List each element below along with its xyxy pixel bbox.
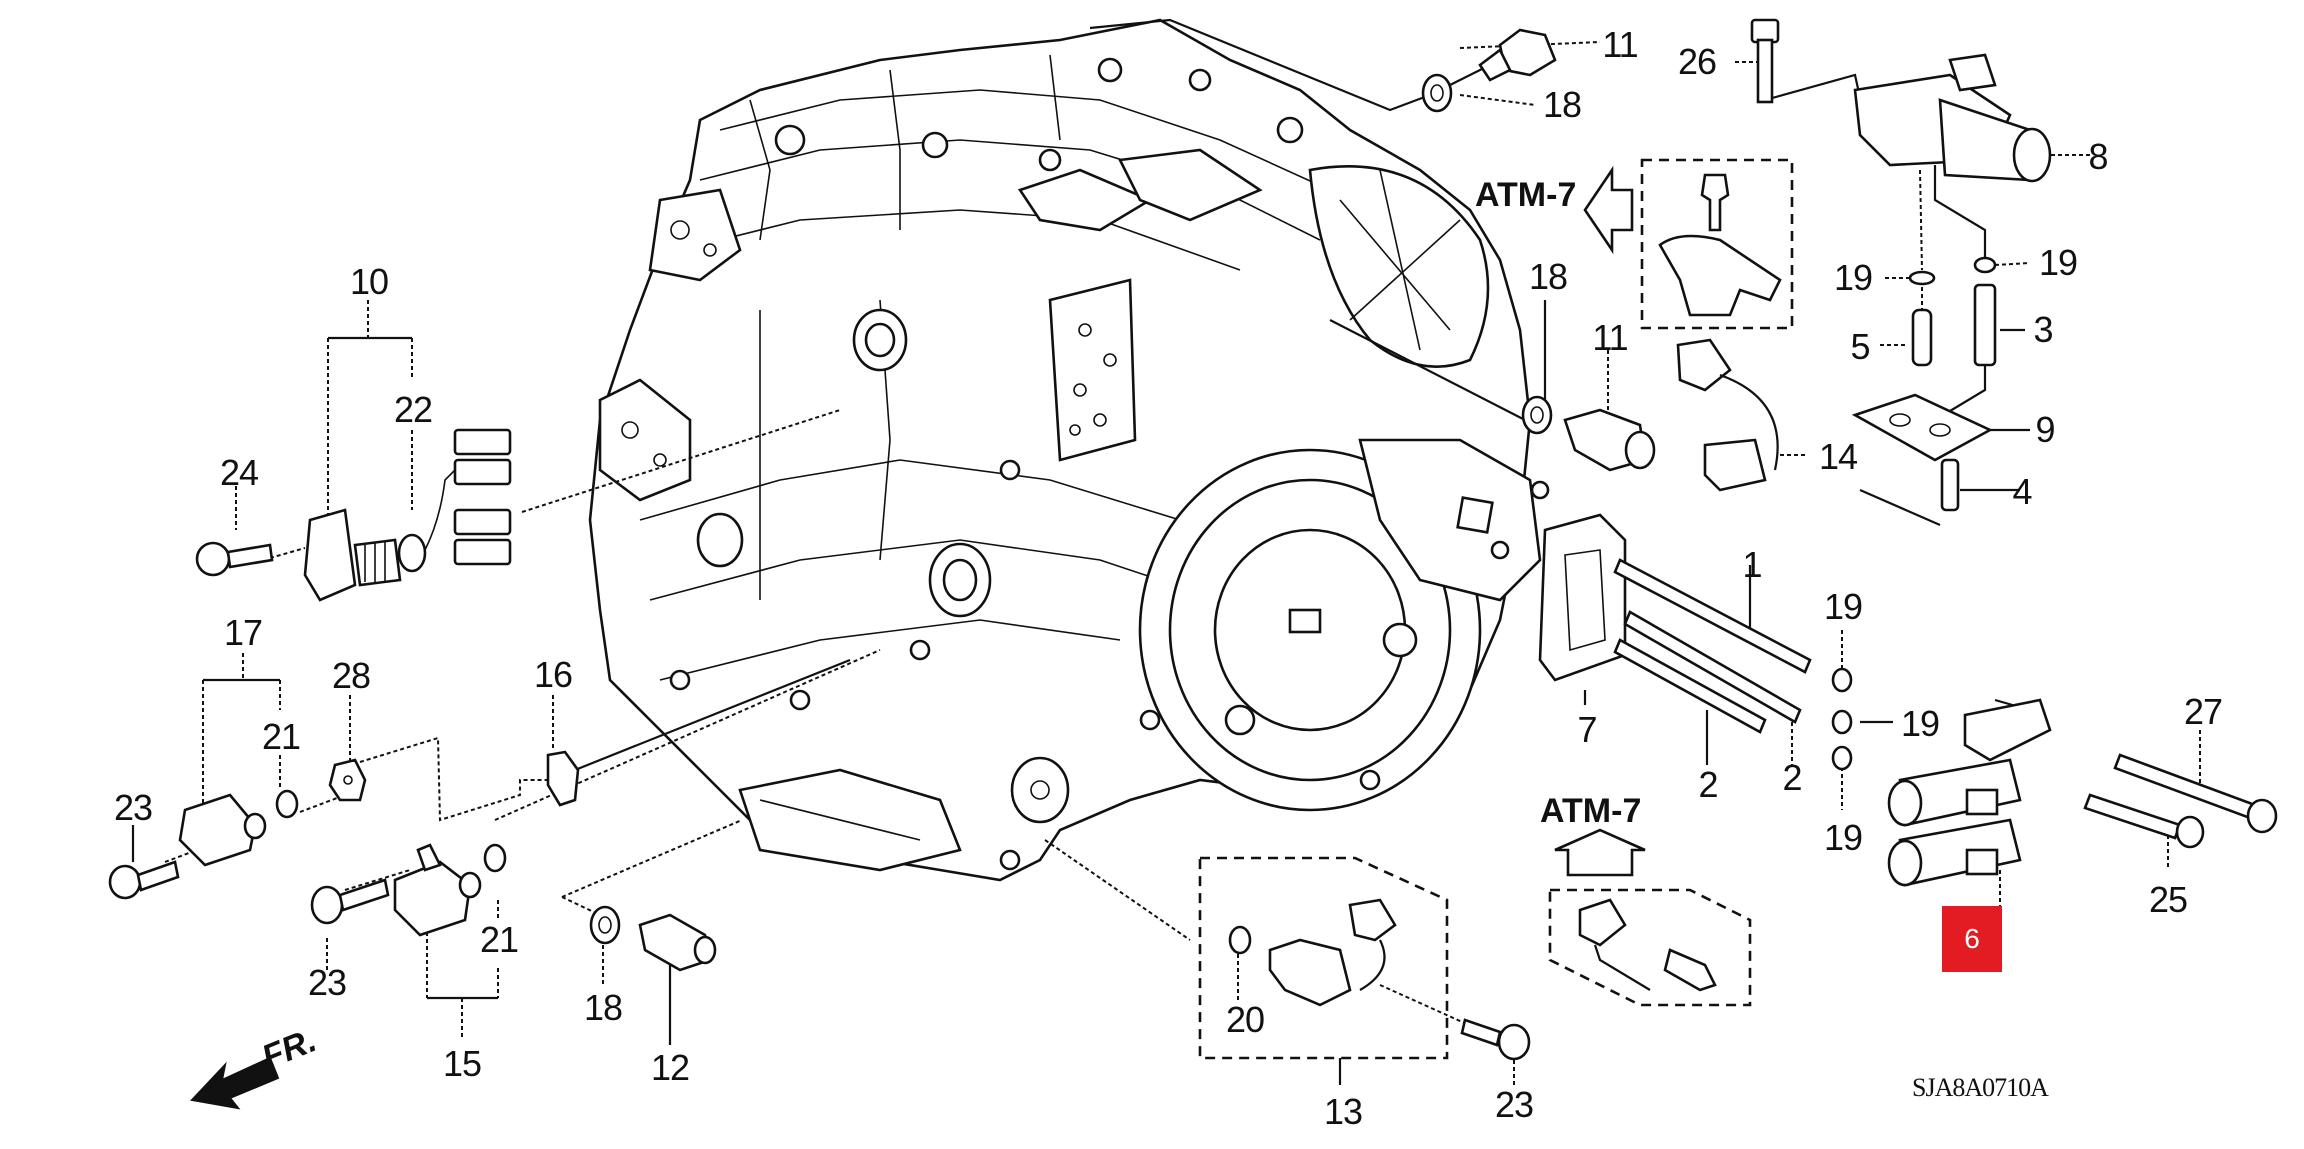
callout-part-2[interactable]: 2 (1782, 757, 1802, 798)
part-9-gasket (1851, 393, 1993, 462)
callout-part-19[interactable]: 19 (1823, 586, 1863, 627)
part-28-bracket (328, 758, 367, 802)
part-18-bot-washer (589, 905, 621, 945)
part-23-bolt-b (310, 878, 390, 925)
callout-part-13[interactable]: 13 (1323, 1091, 1363, 1132)
part-16-clamp (546, 750, 580, 807)
part-15-sensor (393, 843, 482, 937)
part-10-connector (424, 428, 512, 566)
part-19-orings (1831, 256, 1997, 771)
part-4-filter (1940, 458, 1960, 512)
part-25-bolt (2083, 793, 2205, 849)
atm7-reference-upper: ATM-7 (1475, 176, 1577, 214)
callout-part-5[interactable]: 5 (1850, 326, 1870, 367)
callout-part-10[interactable]: 10 (349, 261, 389, 302)
atm7-upper-inset (1583, 158, 1794, 330)
callout-part-21[interactable]: 21 (479, 919, 519, 960)
part-5-filter (1911, 308, 1933, 367)
callout-part-24[interactable]: 24 (219, 452, 259, 493)
callout-part-18[interactable]: 18 (1528, 256, 1568, 297)
callout-part-19[interactable]: 19 (1900, 703, 1940, 744)
callout-part-18[interactable]: 18 (1542, 84, 1582, 125)
callout-part-16[interactable]: 16 (533, 654, 573, 695)
callout-part-7[interactable]: 7 (1577, 709, 1597, 750)
part-21-oring-b (483, 843, 507, 873)
part-1-pipe (1613, 558, 1812, 674)
part-8-solenoid (1853, 53, 2052, 183)
atm7-lower-inset (1548, 828, 1752, 1007)
part-2-pipes (1613, 610, 1802, 734)
callout-part-11[interactable]: 11 (1592, 317, 1628, 358)
highlighted-part-badge[interactable]: 6 (1942, 906, 2002, 972)
transmission-housing (588, 18, 1550, 882)
part-17-sensor (178, 793, 267, 867)
part-11-mid-sensor (1563, 408, 1656, 472)
callout-part-3[interactable]: 3 (2033, 309, 2053, 350)
callout-part-17[interactable]: 17 (223, 612, 263, 653)
part-21-oring-a (275, 789, 299, 819)
callout-part-23[interactable]: 23 (113, 787, 153, 828)
part-23-bolt-c (1460, 1018, 1531, 1061)
callout-part-23[interactable]: 23 (307, 962, 347, 1003)
part-6-solenoid-assembly (1887, 698, 2052, 887)
callout-part-19[interactable]: 19 (2038, 242, 2078, 283)
part-7-cover (1538, 513, 1627, 682)
callout-part-27[interactable]: 27 (2183, 691, 2223, 732)
callout-part-15[interactable]: 15 (442, 1043, 482, 1084)
part-10-sensor-assembly (303, 508, 402, 602)
callout-part-12[interactable]: 12 (650, 1047, 690, 1088)
part-26-bolt (1750, 18, 1780, 104)
diagram-code: SJA8A0710A (1912, 1073, 2049, 1102)
callout-part-9[interactable]: 9 (2035, 409, 2055, 450)
part-12-sensor (638, 913, 717, 972)
callout-part-1[interactable]: 1 (1742, 544, 1762, 585)
callout-part-20[interactable]: 20 (1225, 999, 1265, 1040)
part-18-mid-washer (1521, 395, 1553, 435)
callout-part-14[interactable]: 14 (1818, 436, 1858, 477)
callout-part-28[interactable]: 28 (331, 655, 371, 696)
part-22-oring (397, 533, 427, 573)
callout-part-23[interactable]: 23 (1494, 1084, 1534, 1125)
part-18-top-washer (1421, 73, 1453, 113)
callout-part-2[interactable]: 2 (1698, 764, 1718, 805)
callout-part-4[interactable]: 4 (2012, 471, 2032, 512)
part-27-bolt (2113, 753, 2278, 834)
callout-part-8[interactable]: 8 (2088, 136, 2108, 177)
part-14-harness (1676, 338, 1779, 492)
callout-part-11[interactable]: 11 (1602, 24, 1638, 65)
callout-part-18[interactable]: 18 (583, 987, 623, 1028)
part-13-inset (1198, 856, 1449, 1060)
callout-part-22[interactable]: 22 (393, 389, 433, 430)
part-3-filter (1973, 283, 1997, 367)
part-11-top-sensor (1478, 28, 1557, 82)
front-arrow-icon (189, 1056, 280, 1110)
callout-part-19[interactable]: 19 (1823, 817, 1863, 858)
atm7-reference-lower: ATM-7 (1540, 792, 1642, 830)
part-24-bolt (195, 541, 274, 577)
part-23-bolt-a (108, 860, 180, 900)
callout-part-19[interactable]: 19 (1833, 257, 1873, 298)
callout-part-25[interactable]: 25 (2148, 879, 2188, 920)
callout-part-21[interactable]: 21 (261, 716, 301, 757)
callout-part-26[interactable]: 26 (1677, 41, 1717, 82)
